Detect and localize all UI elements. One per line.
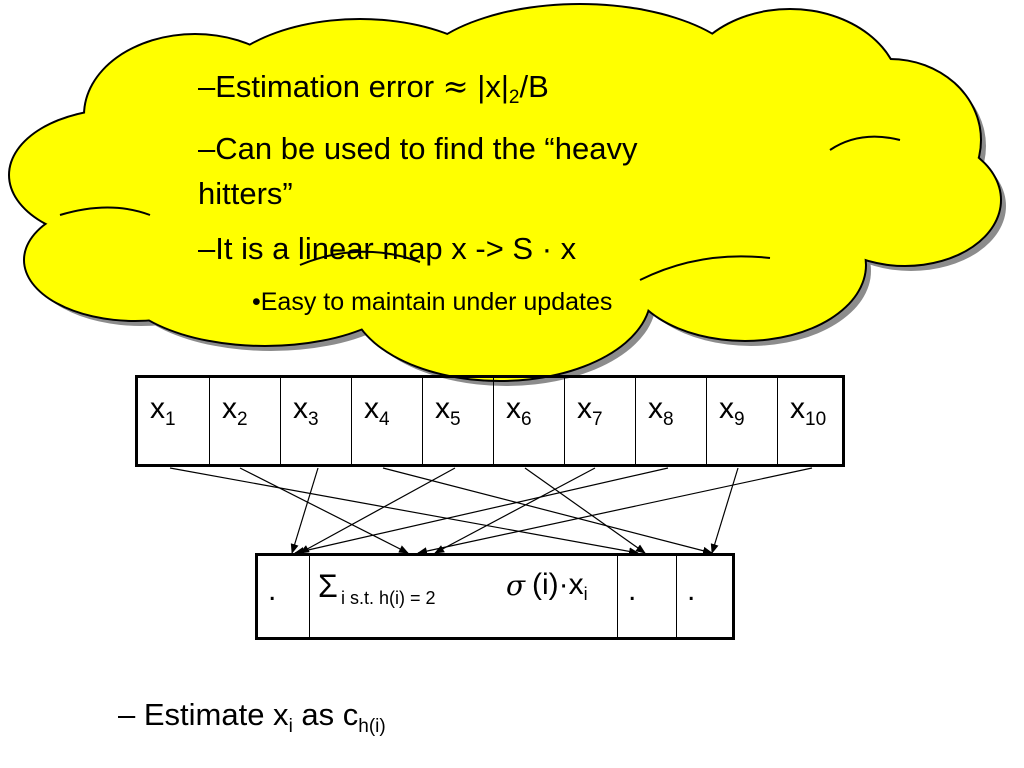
x-cell-10: x10 xyxy=(790,392,827,430)
sigma-symbol: σ xyxy=(506,569,526,602)
x-cell-2: x2 xyxy=(210,378,281,464)
approx-symbol: ≈ xyxy=(442,69,469,105)
sum-symbol: Σ xyxy=(318,568,338,604)
x-cell-3: x3 xyxy=(281,378,352,464)
arrow-x6 xyxy=(524,467,646,554)
hash-arrows xyxy=(169,467,813,556)
x-cell-6: x6 xyxy=(494,378,565,464)
counter-cell-1: . xyxy=(258,556,310,637)
estimation-error-label: –Estimation error xyxy=(198,69,435,104)
x-cell-1: x1 xyxy=(138,378,210,464)
arrow-x4 xyxy=(382,467,713,555)
callout-subbullet-updates: •Easy to maintain under updates xyxy=(252,288,613,316)
arrow-x7 xyxy=(434,467,596,554)
callout-line-heavy-hitters-cont: hitters” xyxy=(198,176,293,211)
arrow-x5 xyxy=(299,467,456,554)
counter-cell-4: . xyxy=(687,574,696,607)
counter-table: . Σ i s.t. h(i) = 2 σ (i)·xi . . xyxy=(255,553,735,640)
x-cell-7: x7 xyxy=(565,378,636,464)
callout-line-linear-map: –It is a linear map x -> S · x xyxy=(198,231,577,266)
cloud-inner-contours xyxy=(59,135,901,281)
callout-line-estimation-error: –Estimation error ≈ |x|2/B xyxy=(198,68,549,108)
callout-line-heavy-hitters: –Can be used to find the “heavy xyxy=(198,131,638,166)
norm-suffix: /B xyxy=(519,69,549,104)
sigma-term: (i)·xi xyxy=(532,568,588,604)
x-cell-8: x8 xyxy=(636,378,707,464)
x-vector-table: x1 x2 x3 x4 x5 x6 x7 x8 x9 x10 xyxy=(135,375,845,467)
x-cell-5: x5 xyxy=(423,378,494,464)
arrow-x8 xyxy=(294,467,669,555)
counter-cell-3: . xyxy=(618,556,677,637)
sum-subscript: i s.t. h(i) = 2 xyxy=(341,588,436,608)
norm-x: |x| xyxy=(477,69,509,104)
arrow-x9 xyxy=(710,467,739,554)
counter-cell-2: Σ i s.t. h(i) = 2 σ (i)·xi xyxy=(310,556,618,637)
x-cell-9: x9 xyxy=(707,378,778,464)
x-cell-4: x4 xyxy=(352,378,423,464)
arrow-x2 xyxy=(239,467,409,554)
arrow-x10 xyxy=(417,467,813,556)
arrow-x1 xyxy=(169,467,639,556)
arrow-x3 xyxy=(290,467,319,554)
cloud-callout xyxy=(10,5,1000,380)
estimate-bullet: – Estimate xi as ch(i) xyxy=(118,697,386,737)
norm-subscript: 2 xyxy=(508,87,520,108)
